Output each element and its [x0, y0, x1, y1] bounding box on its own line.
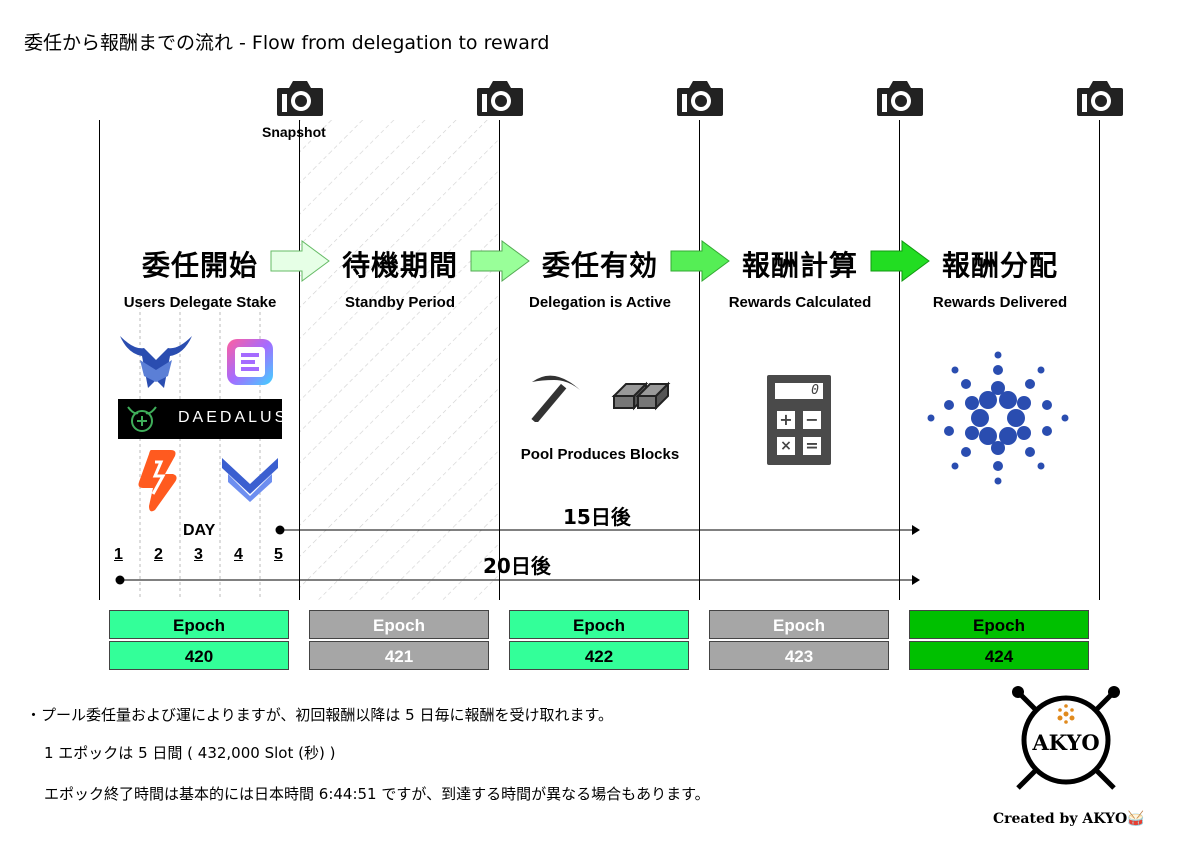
phase-subtitle-1: Users Delegate Stake — [123, 294, 277, 311]
day-number: 5 — [274, 546, 283, 563]
epoch-label: Epoch — [509, 610, 689, 639]
day-number: 2 — [154, 546, 163, 563]
flint-logo-icon — [138, 450, 177, 512]
epoch-label: Epoch — [309, 610, 489, 639]
phase-arrow-icon — [270, 240, 330, 282]
pool-produces-blocks-label: Pool Produces Blocks — [520, 446, 680, 463]
daedalus-emblem-icon — [127, 406, 157, 432]
phase-arrow-icon — [670, 240, 730, 282]
phase-subtitle-5: Rewards Delivered — [932, 294, 1068, 311]
epoch-box-421: Epoch 421 — [309, 610, 489, 670]
camera-icon — [277, 81, 323, 116]
arrow-20-days — [115, 575, 920, 585]
day-number: 4 — [234, 546, 243, 563]
epoch-line-0 — [99, 120, 100, 600]
epoch-line-2 — [499, 120, 500, 600]
calculator-icon: 0 + − × = — [767, 375, 831, 465]
day-number: 1 — [114, 546, 123, 563]
calc-plus-key: + — [777, 411, 795, 429]
epoch-label: Epoch — [909, 610, 1089, 639]
phase-title-3: 委任有効 — [541, 249, 658, 282]
calc-equals-key: = — [803, 437, 821, 455]
label-20-days: 20日後 — [483, 554, 551, 578]
camera-icon — [877, 81, 923, 116]
epoch-line-3 — [699, 120, 700, 600]
epoch-number: 421 — [309, 641, 489, 670]
phase-title-4: 報酬計算 — [741, 249, 858, 282]
calc-times-key: × — [777, 437, 795, 455]
phase-title-1: 委任開始 — [141, 249, 258, 282]
epoch-box-420: Epoch 420 — [109, 610, 289, 670]
phase-title-5: 報酬分配 — [941, 249, 1058, 282]
epoch-line-1 — [299, 120, 300, 600]
epoch-number: 420 — [109, 641, 289, 670]
epoch-label: Epoch — [709, 610, 889, 639]
day-label: DAY — [183, 522, 216, 539]
camera-icon — [677, 81, 723, 116]
credit-text: Created by AKYO🥁 — [993, 811, 1145, 827]
yoroi-logo-icon — [120, 336, 192, 388]
phase-title-2: 待機期間 — [341, 249, 458, 282]
phase-arrow-icon — [870, 240, 930, 282]
phase-arrow-icon — [470, 240, 530, 282]
daedalus-logo: DAEDALUS — [118, 399, 285, 439]
epoch-line-5 — [1099, 120, 1100, 600]
camera-icon — [1077, 81, 1123, 116]
epoch-label: Epoch — [109, 610, 289, 639]
epoch-box-422: Epoch 422 — [509, 610, 689, 670]
cardano-logo-icon — [927, 351, 1069, 485]
typhon-logo-icon — [222, 458, 278, 502]
epoch-number: 422 — [509, 641, 689, 670]
label-15-days: 15日後 — [563, 505, 631, 529]
akyo-logo-text: AKYO — [1032, 730, 1100, 755]
blocks-icon — [611, 381, 671, 411]
standby-hatch — [300, 120, 500, 600]
daedalus-wordmark: DAEDALUS — [178, 409, 289, 426]
phase-subtitle-2: Standby Period — [344, 294, 456, 311]
arrow-15-days — [275, 525, 920, 535]
phase-subtitle-4: Rewards Calculated — [728, 294, 872, 311]
note-line-1: ・プール委任量および運によりますが、初回報酬以降は 5 日毎に報酬を受け取れます… — [26, 706, 613, 724]
page-title: 委任から報酬までの流れ - Flow from delegation to re… — [24, 32, 550, 54]
akyo-logo-icon — [1012, 686, 1120, 790]
snapshot-label: Snapshot — [262, 124, 326, 140]
eternl-logo-icon — [227, 339, 273, 385]
epoch-number: 424 — [909, 641, 1089, 670]
calculator-display: 0 — [775, 383, 823, 399]
epoch-box-424: Epoch 424 — [909, 610, 1089, 670]
day-number: 3 — [194, 546, 203, 563]
calc-minus-key: − — [803, 411, 821, 429]
epoch-box-423: Epoch 423 — [709, 610, 889, 670]
epoch-number: 423 — [709, 641, 889, 670]
epoch-line-4 — [899, 120, 900, 600]
note-line-3: エポック終了時間は基本的には日本時間 6:44:51 ですが、到達する時間が異な… — [44, 785, 710, 803]
camera-icon — [477, 81, 523, 116]
pickaxe-icon — [531, 375, 580, 422]
phase-subtitle-3: Delegation is Active — [529, 294, 671, 311]
note-line-2: 1 エポックは 5 日間 ( 432,000 Slot (秒) ) — [44, 744, 336, 762]
